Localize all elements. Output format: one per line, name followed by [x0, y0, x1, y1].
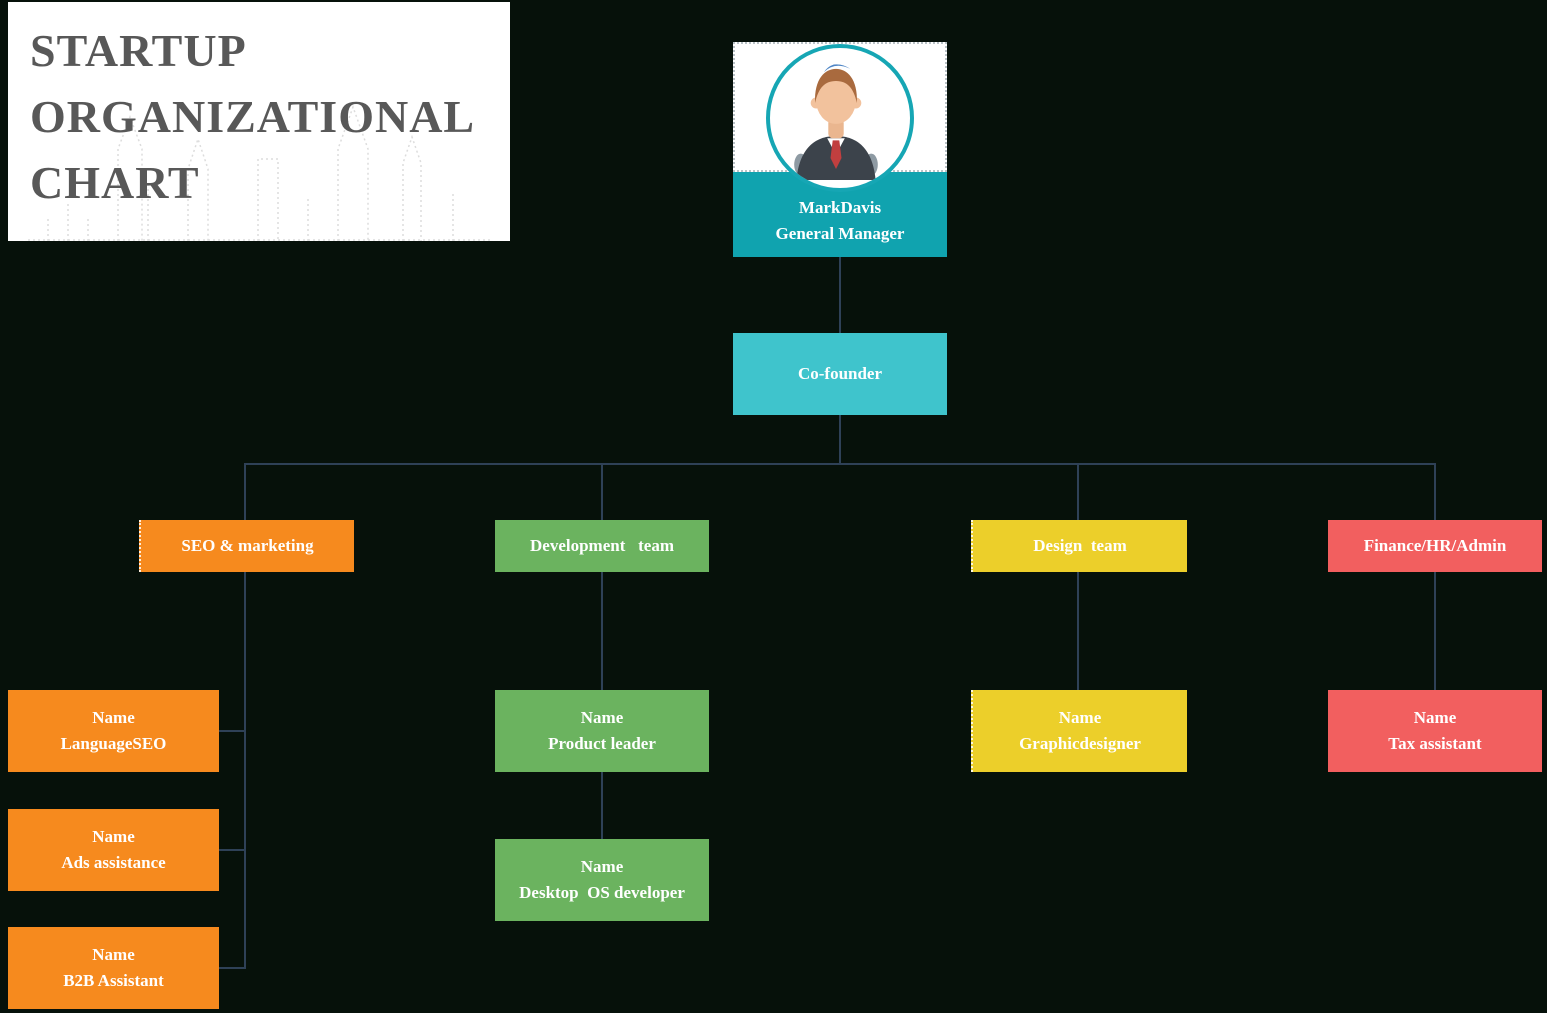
connector-drop-seo — [244, 463, 246, 521]
member-name: Name — [1058, 708, 1102, 727]
title-line-2: ORGANIZATIONAL — [30, 91, 476, 142]
title-line-1: STARTUP — [30, 25, 247, 76]
member-role: LanguageSEO — [60, 734, 167, 753]
member-name: Name — [1413, 708, 1457, 727]
connector-cofounder-bus — [839, 415, 841, 464]
node-tax-assistant: Name Tax assistant — [1328, 690, 1542, 772]
dept-dev-label: Development team — [530, 536, 674, 555]
connector-drop-finance — [1434, 463, 1436, 521]
connector-finance-spine — [1434, 572, 1436, 690]
connector-drop-design — [1077, 463, 1079, 521]
member-name: Name — [92, 827, 135, 846]
node-cofounder: Co-founder — [733, 333, 947, 415]
ceo-role: General Manager — [775, 224, 905, 243]
node-dept-development: Development team — [495, 520, 709, 572]
connector-drop-dev — [601, 463, 603, 521]
skyline-graphic — [28, 104, 490, 241]
connector-dev-member2 — [601, 772, 603, 839]
title-card: STARTUP ORGANIZATIONAL CHART — [8, 2, 510, 241]
member-name: Name — [92, 945, 135, 964]
member-name: Name — [580, 857, 624, 876]
dept-finance-label: Finance/HR/Admin — [1363, 536, 1507, 555]
node-desktop-os-developer: Name Desktop OS developer — [495, 839, 709, 921]
connector-ceo-cofounder — [839, 257, 841, 334]
member-role: Ads assistance — [61, 853, 166, 872]
connector-seo-member1 — [219, 730, 244, 732]
cofounder-label: Co-founder — [797, 364, 883, 383]
member-role: B2B Assistant — [63, 971, 164, 990]
connector-seo-member3 — [219, 967, 244, 969]
avatar — [766, 44, 914, 192]
node-graphic-designer: Name Graphicdesigner — [971, 690, 1187, 772]
connector-seo-member2 — [219, 849, 244, 851]
member-role: Product leader — [548, 734, 656, 753]
node-general-manager: MarkDavis General Manager — [733, 172, 947, 257]
node-dept-finance: Finance/HR/Admin — [1328, 520, 1542, 572]
member-role: Tax assistant — [1388, 734, 1482, 753]
node-dept-seo-marketing: SEO & marketing — [139, 520, 354, 572]
connector-seo-spine — [244, 572, 246, 969]
connector-dev-spine — [601, 572, 603, 690]
node-product-leader: Name Product leader — [495, 690, 709, 772]
node-dept-design: Design team — [971, 520, 1187, 572]
member-name: Name — [92, 708, 135, 727]
title-line-3: CHART — [30, 157, 200, 208]
member-name: Name — [580, 708, 624, 727]
node-language-seo: Name LanguageSEO — [8, 690, 219, 772]
member-role: Desktop OS developer — [519, 883, 685, 902]
member-role: Graphicdesigner — [1019, 734, 1141, 753]
dept-design-label: Design team — [1033, 536, 1127, 555]
connector-design-spine — [1077, 572, 1079, 690]
person-avatar-icon — [794, 64, 878, 180]
ceo-name: MarkDavis — [798, 198, 882, 217]
node-ads-assistance: Name Ads assistance — [8, 809, 219, 891]
connector-bus-horizontal — [244, 463, 1436, 465]
page-title: STARTUP ORGANIZATIONAL CHART — [30, 18, 475, 216]
dept-seo-label: SEO & marketing — [181, 536, 314, 555]
node-b2b-assistant: Name B2B Assistant — [8, 927, 219, 1009]
